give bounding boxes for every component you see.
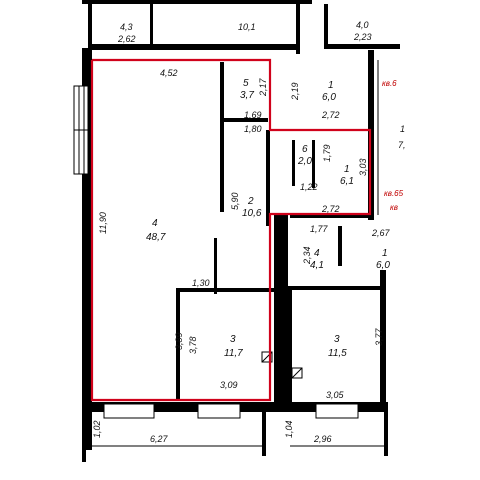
label-r3-right-area: 11,5 bbox=[328, 348, 347, 359]
label-r2-area: 10,6 bbox=[242, 208, 262, 219]
window-bottom-right bbox=[315, 403, 359, 419]
label-r1-top-num: 1 bbox=[328, 80, 334, 91]
label-d378: 3,78 bbox=[188, 336, 198, 354]
label-d217: 2,17 bbox=[258, 77, 268, 97]
label-d452: 4,52 bbox=[160, 68, 178, 78]
label-r5-num: 5 bbox=[243, 78, 249, 89]
label-r1-edge-area: 7, bbox=[398, 140, 406, 150]
label-r6-area: 2,0 bbox=[297, 156, 312, 167]
wall-room3-left bbox=[176, 288, 180, 400]
wall-divider-vertical bbox=[214, 238, 217, 294]
label-d234: 2,34 bbox=[302, 246, 312, 265]
label-d177: 1,77 bbox=[310, 224, 329, 234]
wall-room6-left bbox=[292, 140, 295, 186]
wall-bottom-stub-mid bbox=[262, 412, 266, 456]
label-d1190: 11,90 bbox=[98, 212, 108, 234]
label-r2-num: 2 bbox=[247, 196, 254, 207]
wall-room6-right bbox=[312, 140, 315, 188]
label-d627: 6,27 bbox=[150, 434, 169, 444]
label-r3-left-area: 11,7 bbox=[224, 348, 243, 359]
label-r4-0-dim: 2,23 bbox=[353, 32, 372, 42]
wall-top-left-room bbox=[88, 4, 92, 48]
label-d303: 3,03 bbox=[358, 158, 368, 176]
label-r1-right-num: 1 bbox=[382, 248, 388, 259]
label-d179: 1,79 bbox=[322, 144, 332, 162]
label-d122: 1,22 bbox=[300, 182, 318, 192]
label-r3-left-num: 3 bbox=[230, 334, 236, 345]
label-r1-right-area: 6,0 bbox=[376, 260, 390, 271]
wall-left-exterior bbox=[82, 48, 92, 450]
label-d102: 1,02 bbox=[92, 420, 102, 438]
label-d219: 2,19 bbox=[290, 82, 300, 101]
label-r5-area: 3,7 bbox=[240, 90, 254, 101]
wall-mid-band bbox=[290, 214, 370, 218]
label-d296: 2,96 bbox=[313, 434, 332, 444]
label-r4-3-dim: 2,62 bbox=[117, 34, 136, 44]
label-r1-edge: 1 bbox=[400, 124, 405, 134]
label-kv-top: кв.6 bbox=[382, 79, 397, 88]
wall-right-lower bbox=[380, 270, 386, 404]
label-r4-small-num: 4 bbox=[314, 248, 320, 259]
wall-room3r-top bbox=[288, 286, 380, 290]
label-d590: 5,90 bbox=[230, 192, 240, 210]
apartment-boundary bbox=[90, 58, 372, 402]
label-d267: 2,67 bbox=[371, 228, 391, 238]
window-bottom-mid bbox=[197, 403, 241, 419]
label-r3-right-num: 3 bbox=[334, 334, 340, 345]
wall-bath-left bbox=[220, 62, 224, 212]
label-r4-main-area: 48,7 bbox=[146, 232, 166, 243]
label-r6-num: 6 bbox=[302, 144, 308, 155]
label-kv-mid: кв.65 bbox=[384, 189, 404, 198]
label-d309: 3,09 bbox=[220, 380, 238, 390]
wall-top-right bbox=[296, 4, 300, 54]
wall-top-right-room bbox=[324, 4, 328, 48]
wall-bottom-stub-right bbox=[384, 412, 388, 456]
wall-bath-bottom bbox=[224, 118, 268, 122]
label-d130: 1,30 bbox=[192, 278, 210, 288]
label-r4-small-area: 4,1 bbox=[310, 260, 324, 271]
wall-center-divider bbox=[274, 214, 288, 404]
label-d169: 1,69 bbox=[244, 110, 262, 120]
label-r4-0-num: 4,0 bbox=[356, 20, 369, 30]
wall-bottom-stub-left bbox=[82, 412, 86, 462]
label-r4-main-num: 4 bbox=[152, 218, 158, 229]
label-r4-3-num: 4,3 bbox=[120, 22, 133, 32]
wall-corridor bbox=[266, 130, 270, 226]
label-r1-mid-area: 6,1 bbox=[340, 176, 354, 187]
wall-lower-right bbox=[288, 290, 292, 402]
wall-top bbox=[82, 0, 312, 4]
label-d389: 3,89 bbox=[174, 332, 184, 350]
wall-room3-top bbox=[178, 288, 274, 292]
wall-top-right-room-b bbox=[324, 44, 400, 49]
wall-small-room bbox=[338, 226, 342, 266]
label-r1-top-area: 6,0 bbox=[322, 92, 336, 103]
wall-upper-band bbox=[88, 44, 300, 50]
label-d104: 1,04 bbox=[284, 420, 294, 438]
label-d272a: 2,72 bbox=[321, 110, 340, 120]
label-d377: 3,77 bbox=[374, 327, 384, 346]
window-bottom-left bbox=[103, 403, 155, 419]
label-r1-mid-num: 1 bbox=[344, 164, 350, 175]
label-d305: 3,05 bbox=[326, 390, 345, 400]
label-top-center-dim: 10,1 bbox=[238, 22, 256, 32]
vent-right-diag bbox=[291, 367, 303, 379]
label-kv-mid-b: кв bbox=[390, 203, 398, 212]
wall-top-divider bbox=[150, 4, 153, 48]
label-d272b: 2,72 bbox=[321, 204, 340, 214]
label-d180: 1,80 bbox=[244, 124, 262, 134]
